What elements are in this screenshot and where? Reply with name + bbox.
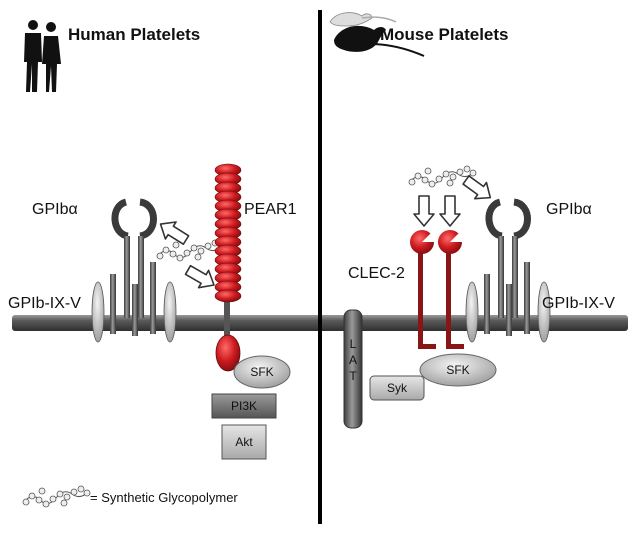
panel-divider (318, 10, 322, 524)
akt-label: Akt (235, 435, 253, 449)
glycopolymer-chain-icon (156, 239, 225, 262)
pi3k-box (211, 393, 277, 419)
clec2-receptor-a (410, 230, 436, 349)
gpib-ix-v-label-left: GPIb-IX-V (8, 295, 81, 312)
clec2-receptor-b (438, 230, 464, 349)
syk-label: Syk (387, 381, 408, 395)
arrow-to-pear1 (182, 260, 220, 295)
mouse-silhouette-icon (329, 12, 425, 57)
akt-box (221, 424, 267, 460)
arrow-to-clec2-b (439, 195, 461, 227)
human-panel-title: Human Platelets (68, 25, 200, 44)
sfk-left-shape (233, 355, 291, 389)
sfk-right-label: SFK (446, 363, 469, 377)
mouse-panel-title: Mouse Platelets (380, 25, 509, 44)
pear1-receptor (214, 163, 242, 372)
gpiba-label-left: GPIbα (32, 201, 78, 218)
legend-text: = Synthetic Glycopolymer (90, 490, 238, 505)
gpiba-label-right: GPIbα (546, 201, 592, 218)
clec2-label: CLEC-2 (348, 265, 405, 282)
legend-glycopolymer-icon (22, 485, 91, 508)
pear1-label: PEAR1 (244, 201, 297, 218)
sfk-right-shape (419, 353, 497, 387)
syk-box (369, 375, 425, 401)
pear1-repeat-segment (214, 289, 242, 303)
gpib-ix-v-label-right: GPIb-IX-V (542, 295, 615, 312)
arrow-to-clec2-a (413, 195, 435, 227)
people-silhouette-icon (24, 20, 61, 92)
pi3k-label: PI3K (231, 399, 257, 413)
lat-adapter (343, 309, 363, 429)
sfk-left-label: SFK (250, 365, 273, 379)
